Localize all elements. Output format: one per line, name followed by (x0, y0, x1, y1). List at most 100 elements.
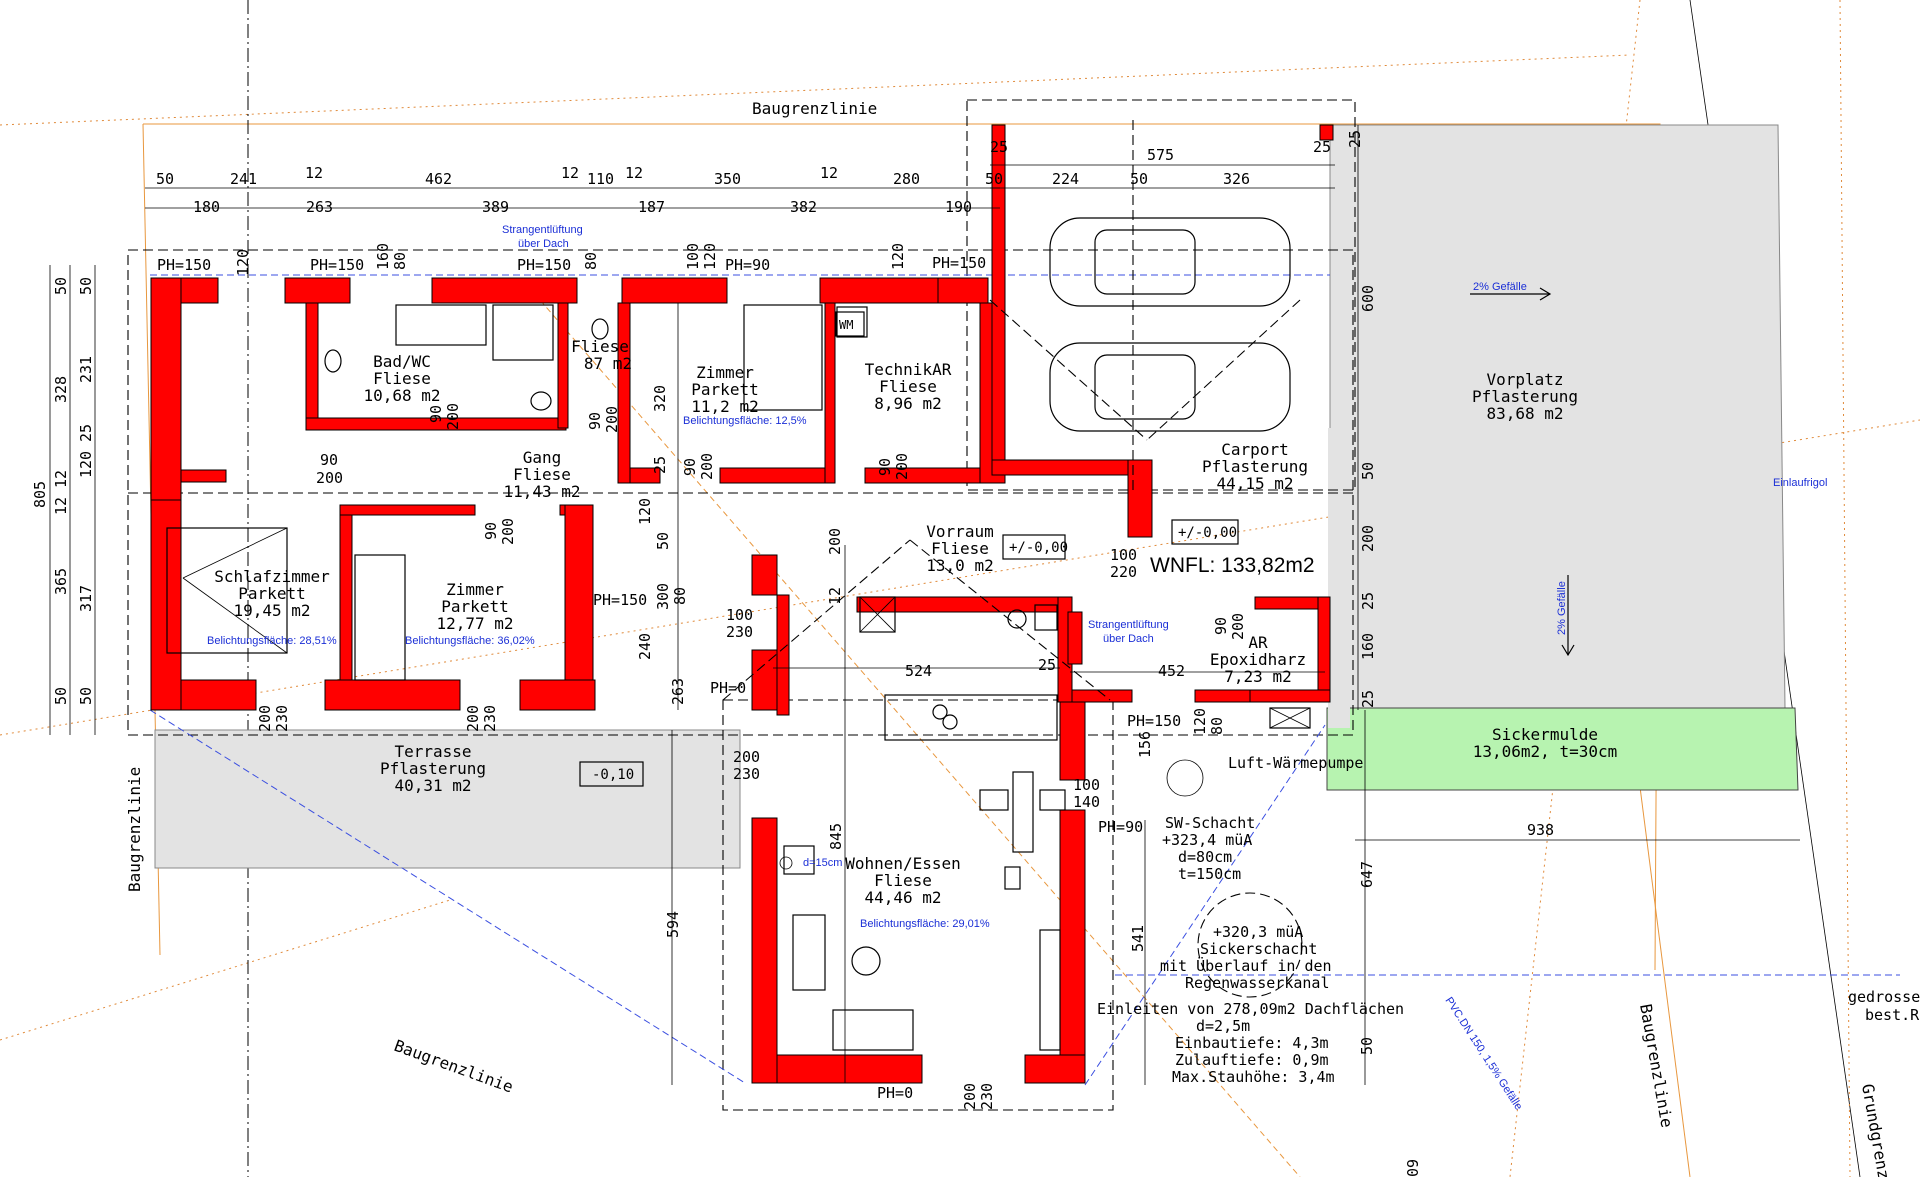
label-text: Pflasterung (1202, 457, 1308, 476)
dim-text: 120 (701, 243, 719, 270)
internal-dimensions: 120 160 80 80 100 120 120 90 200 90 200 … (234, 243, 1554, 1177)
label-text: Belichtungsfläche: 28,51% (207, 635, 337, 647)
dim-text: 200 (256, 705, 274, 732)
dim-text: 156 (1136, 731, 1154, 758)
dim-text: 594 (664, 911, 682, 938)
gedrosselt-label: gedrosselt (1848, 988, 1920, 1006)
label-text: Epoxidharz (1210, 650, 1306, 669)
room-wohnen: Wohnen/Essen Fliese 44,46 m2 Belichtungs… (845, 854, 990, 930)
dim-text: 240 (636, 633, 654, 660)
dim-text: 200 (961, 1083, 979, 1110)
dim-text: 25 (1359, 592, 1377, 610)
dim-text: 187 (638, 198, 665, 216)
label-text: Fliese (571, 337, 629, 356)
label-text: +323,4 müA (1162, 831, 1252, 849)
dim-text: 12 (52, 470, 70, 488)
label-text: 44,46 m2 (864, 888, 941, 907)
ph-label: PH=150 (1127, 712, 1181, 730)
room-zimmer-2: Zimmer Parkett 12,77 m2 Belichtungsfläch… (405, 580, 535, 647)
einlauf-note: Einlaufrigol (1773, 477, 1827, 489)
dim-text: 25 (1346, 130, 1364, 148)
label-text: SW-Schacht (1165, 814, 1255, 832)
dim-text: 12 (52, 497, 70, 515)
label-text: d=2,5m (1196, 1017, 1250, 1035)
label-text: Zulauftiefe: 0,9m (1175, 1051, 1329, 1069)
ph-label: PH=0 (877, 1084, 913, 1102)
room-zimmer-1: Zimmer Parkett 11,2 m2 Belichtungsfläche… (683, 363, 807, 427)
dim-text: 50 (156, 170, 174, 188)
label-text: Pflasterung (380, 759, 486, 778)
label-text: Zimmer (446, 580, 504, 599)
dim-text: 25 (1359, 690, 1377, 708)
ph-label: PH=150 (157, 256, 211, 274)
dim-text: 200 (826, 528, 844, 555)
ph-labels: PH=150 PH=150 PH=150 PH=90 PH=150 PH=150… (157, 254, 1181, 1102)
label-text: Vorplatz (1486, 370, 1563, 389)
dim-text: 100 (1110, 546, 1137, 564)
dim-text: 230 (978, 1083, 996, 1110)
left-dimensions: 805 328 365 50 231 25 120 12 12 317 50 5… (31, 277, 95, 705)
dim-text: 365 (52, 568, 70, 595)
room-sickermulde: Sickermulde 13,06m2, t=30cm (1473, 725, 1618, 761)
label-text: Bad/WC (373, 352, 431, 371)
dim-text: 90 (586, 412, 604, 430)
label-text: +320,3 müA (1213, 923, 1303, 941)
room-terrasse: Terrasse Pflasterung 40,31 m2 (380, 742, 486, 795)
luft-label: Luft-Wärmepumpe (1228, 754, 1363, 772)
dim-text: 12 (561, 164, 579, 182)
dim-text: 300 (654, 583, 672, 610)
dim-text: 25 (1038, 656, 1056, 674)
dim-text: 280 (893, 170, 920, 188)
dim-text: 50 (52, 687, 70, 705)
dim-text: 90 (681, 458, 699, 476)
dim-text: 120 (636, 498, 654, 525)
label-text: 12,77 m2 (436, 614, 513, 633)
dim-text: 80 (671, 587, 689, 605)
ph-label: PH=0 (710, 679, 746, 697)
dim-text: 80 (1208, 717, 1226, 735)
sickerschacht-note: +320,3 müA Sickerschacht mit Überlauf in… (1160, 923, 1332, 992)
label-text: 10,68 m2 (363, 386, 440, 405)
dim-text: 90 (427, 405, 445, 423)
einleiten-note: Einleiten von 278,09m2 Dachflächen d=2,5… (1097, 1000, 1404, 1086)
ph-label: PH=90 (1098, 818, 1143, 836)
dim-text: 100 (684, 243, 702, 270)
dim-text: 09 (1404, 1159, 1422, 1177)
carport-cars (1049, 217, 1291, 432)
dim-text: 320 (651, 385, 669, 412)
label-text: 11,2 m2 (691, 397, 758, 416)
level-carport: +/-0,00 (1178, 525, 1237, 541)
dim-text: 25 (77, 424, 95, 442)
dim-text: 90 (320, 451, 338, 469)
strang-note-2b: über Dach (1103, 633, 1154, 645)
room-wc: Fliese 87 m2 (571, 337, 632, 373)
dim-text: 90 (482, 522, 500, 540)
label-text: 87 m2 (584, 354, 632, 373)
dim-text: 200 (464, 705, 482, 732)
dim-text: 647 (1358, 861, 1376, 888)
label-text: Terrasse (394, 742, 471, 761)
label-text: Parkett (441, 597, 508, 616)
dim-text: 120 (77, 451, 95, 478)
dim-text: 200 (316, 469, 343, 487)
label-text: Max.Stauhöhe: 3,4m (1172, 1068, 1335, 1086)
label-text: Vorraum (926, 522, 993, 541)
dim-text: 462 (425, 170, 452, 188)
pvc-note: PVC.DN 150, 1,5% Gefälle (1442, 995, 1524, 1112)
label-text: TechnikAR (865, 360, 952, 379)
label-text: 83,68 m2 (1486, 404, 1563, 423)
strang-note-1b: über Dach (518, 238, 569, 250)
best-label: best.R (1865, 1006, 1920, 1024)
dim-text: 12 (820, 164, 838, 182)
wnfl-label: WNFL: 133,82m2 (1150, 554, 1315, 577)
dim-text: 524 (905, 662, 932, 680)
label-text: 7,23 m2 (1224, 667, 1291, 686)
dim-text: 160 (1359, 633, 1377, 660)
dim-text: 200 (893, 453, 911, 480)
label-text: Zimmer (696, 363, 754, 382)
dim-text: 140 (1073, 793, 1100, 811)
room-vorraum: Vorraum Fliese 13,0 m2 (926, 522, 993, 575)
ph-label: PH=150 (593, 591, 647, 609)
strang-note-1: Strangentlüftung (502, 224, 583, 236)
dim-text: 50 (985, 170, 1003, 188)
